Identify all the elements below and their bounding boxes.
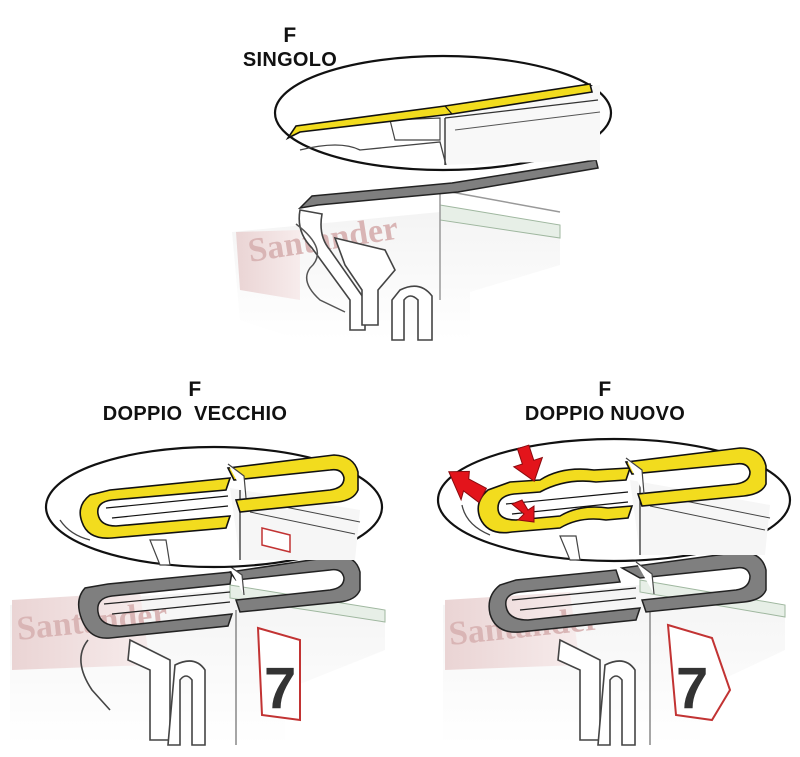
wing-supports <box>80 638 206 746</box>
wing-flap-highlight <box>285 83 593 141</box>
car-number: 7 <box>676 656 708 721</box>
wing-flap-grey-double <box>77 555 361 639</box>
car-number: 7 <box>264 656 296 721</box>
zoom-detail-doppio-nuovo <box>461 447 771 561</box>
label-name: DOPPIO VECCHIO <box>102 403 288 425</box>
panel-doppio-nuovo: Santander 7 <box>436 437 792 746</box>
arrow-icon <box>511 499 535 523</box>
label-f-singolo: F SINGOLO <box>200 24 380 72</box>
label-letter: F <box>188 378 202 401</box>
wing-flap-highlight <box>79 477 232 539</box>
wing-supports <box>298 209 433 341</box>
wing-flap-highlight <box>624 447 767 507</box>
panel-doppio-vecchio: Santander 7 <box>10 445 386 746</box>
label-f-doppio-nuovo: F DOPPIO NUOVO <box>470 378 740 426</box>
panel-singolo: Santander <box>232 54 613 341</box>
arrow-icon <box>512 444 544 482</box>
wing-flap-highlight <box>226 454 359 513</box>
zoom-detail-singolo <box>285 83 601 166</box>
wing-flap-highlight <box>477 467 634 534</box>
wing-flap-grey <box>297 159 599 210</box>
zoom-detail-doppio-vecchio <box>59 454 361 566</box>
red-arrows <box>448 444 544 523</box>
label-letter: F <box>283 24 297 47</box>
wing-flap-grey-double <box>488 551 767 633</box>
label-letter: F <box>598 378 612 401</box>
label-name: DOPPIO NUOVO <box>524 403 686 425</box>
arrow-icon <box>448 470 488 504</box>
label-f-doppio-vecchio: F DOPPIO VECCHIO <box>60 378 330 426</box>
label-name: SINGOLO <box>242 49 338 71</box>
duct-tube <box>295 223 346 313</box>
wing-supports <box>557 638 636 746</box>
